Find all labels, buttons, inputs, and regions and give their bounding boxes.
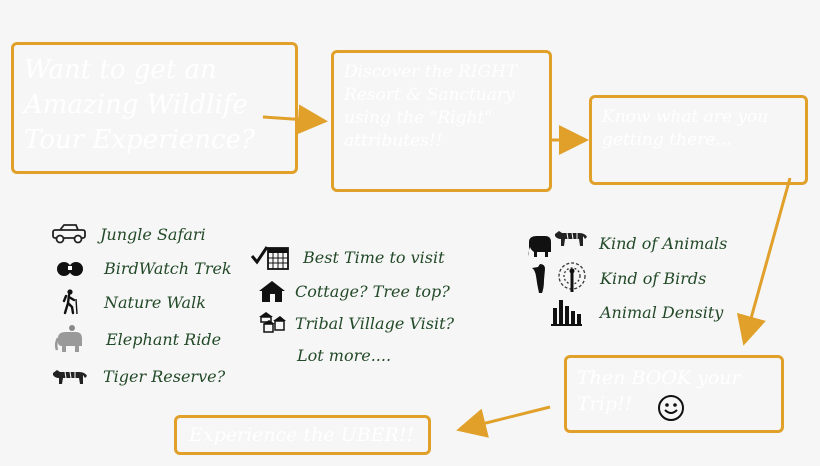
stay-label: Lot more.... (297, 346, 392, 365)
activity-label: Jungle Safari (100, 224, 206, 244)
stay-item-tribal-village: Tribal Village Visit? (257, 311, 454, 335)
arrow-3-to-4 (736, 177, 792, 346)
stay-item-cottage: Cottage? Tree top? (257, 279, 450, 303)
smiley-icon (658, 395, 684, 421)
binoculars-icon (56, 260, 84, 278)
activity-label: BirdWatch Trek (104, 259, 232, 278)
activity-item-elephant-ride: Elephant Ride (54, 324, 221, 354)
activity-label: Tiger Reserve? (103, 366, 226, 386)
stay-label: Best Time to visit (303, 247, 445, 267)
wildlife-label: Kind of Animals (599, 233, 728, 253)
box-discover-resort-text: Discover the RIGHT Resort & Sanctuary us… (344, 62, 518, 151)
activity-item-jungle-safari: Jungle Safari (50, 224, 206, 244)
bar-chart-icon (550, 298, 582, 326)
cottage-icon (257, 279, 287, 303)
wildlife-label: Animal Density (600, 302, 724, 322)
tiger-icon (51, 366, 89, 386)
box-know-what-text: Know what are you getting there... (602, 107, 769, 150)
arrow-4-to-5 (456, 405, 551, 438)
box-experience-uber: Experience the UBER!! (174, 415, 431, 455)
elephant-icon (54, 324, 86, 354)
huts-icon (257, 311, 287, 335)
wildlife-item-animals: Kind of Animals (527, 228, 727, 258)
calendar-check-icon (251, 243, 291, 271)
jeep-icon (50, 224, 88, 244)
box-wildlife-tour-text: Want to get an Amazing Wildlife Tour Exp… (24, 55, 255, 156)
activity-label: Elephant Ride (106, 329, 222, 349)
hiker-icon (62, 289, 80, 315)
box-wildlife-tour: Want to get an Amazing Wildlife Tour Exp… (11, 42, 298, 174)
box-experience-uber-text: Experience the UBER!! (189, 424, 415, 446)
bird-peacock-icon (530, 262, 590, 294)
wildlife-item-density: Animal Density (550, 298, 723, 326)
stay-item-lot-more: Lot more.... (297, 346, 391, 365)
activity-label: Nature Walk (104, 292, 206, 312)
box-discover-resort: Discover the RIGHT Resort & Sanctuary us… (331, 50, 552, 192)
box-book-trip-text: Then BOOK your Trip!! (577, 367, 741, 415)
elephant-tiger-icon (527, 228, 589, 258)
stay-label: Cottage? Tree top? (295, 281, 450, 301)
stay-label: Tribal Village Visit? (295, 313, 455, 333)
arrow-1-to-2 (262, 104, 328, 135)
box-book-trip: Then BOOK your Trip!! (564, 355, 784, 433)
activity-item-nature-walk: Nature Walk (62, 289, 206, 315)
wildlife-label: Kind of Birds (600, 268, 707, 288)
stay-item-best-time: Best Time to visit (251, 243, 445, 271)
box-know-what: Know what are you getting there... (589, 95, 808, 185)
wildlife-item-birds: Kind of Birds (530, 262, 706, 294)
activity-item-tiger-reserve: Tiger Reserve? (51, 366, 225, 386)
activity-item-birdwatch: BirdWatch Trek (56, 259, 232, 278)
